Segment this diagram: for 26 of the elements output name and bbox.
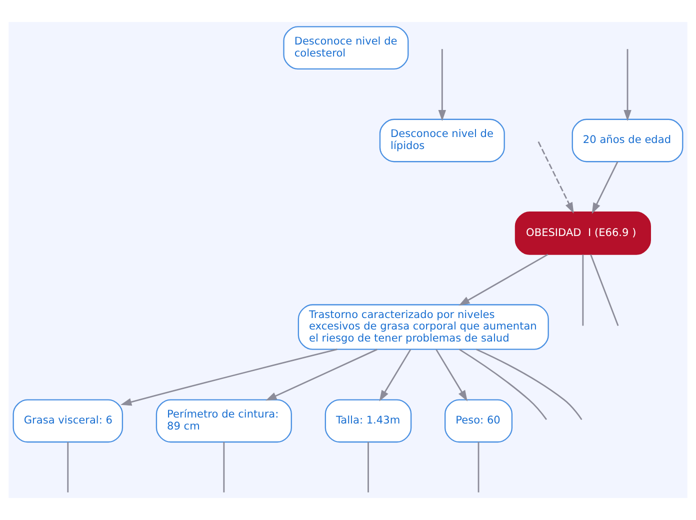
node-box: Trastorno caracterizado por niveles excesivos de grasa corporal que aumentan el riesgo de tener problemas de salud xyxy=(298,304,549,350)
arrow xyxy=(538,141,574,214)
arrow xyxy=(458,254,548,306)
node-box: Talla: 1.43m xyxy=(324,399,412,443)
node-box: Peso: 60 xyxy=(444,399,513,443)
arrow xyxy=(592,161,618,214)
arrow xyxy=(266,348,378,401)
node-box: 20 años de edad xyxy=(572,118,684,162)
node-box: Desconoce nivel de colesterol xyxy=(283,26,409,70)
arrow xyxy=(120,348,338,406)
connector xyxy=(582,254,584,326)
connector xyxy=(223,442,225,492)
node-box: Perímetro de cintura: 89 cm xyxy=(156,399,292,443)
connector xyxy=(368,442,369,492)
node-box: Desconoce nivel de lípidos xyxy=(379,118,505,162)
arrow xyxy=(624,49,632,122)
arrow xyxy=(379,349,412,402)
connector xyxy=(476,348,582,420)
connector xyxy=(67,442,69,492)
node-box: Grasa visceral: 6 xyxy=(12,399,124,443)
node-box: OBESIDAD I (E66.9 ) xyxy=(514,211,651,255)
connector xyxy=(458,348,548,420)
connector xyxy=(590,254,619,326)
arrow xyxy=(438,49,446,122)
arrow xyxy=(436,349,468,402)
connector xyxy=(478,442,480,492)
